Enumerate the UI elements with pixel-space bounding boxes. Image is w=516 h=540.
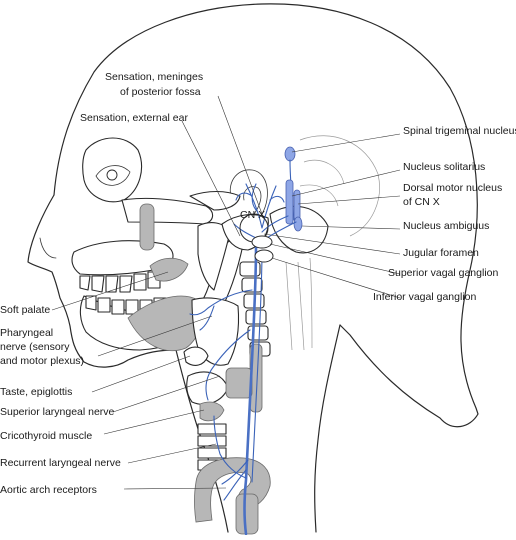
neck-muscle-lines bbox=[285, 257, 313, 351]
auricular-branch bbox=[233, 223, 257, 239]
cheek-muscle-patch bbox=[139, 203, 155, 251]
superior-laryngeal-branch bbox=[205, 329, 251, 401]
face-outline bbox=[27, 194, 177, 368]
cricothyroid-muscle-shape bbox=[199, 401, 225, 422]
aortic-branches bbox=[221, 459, 249, 501]
label-spinal-trigeminal: Spinal trigeminal nucleus bbox=[403, 125, 516, 137]
cheekbone bbox=[121, 197, 214, 225]
upper-teeth bbox=[79, 271, 161, 293]
head-outline bbox=[53, 3, 479, 428]
label-meninges-line1: Sensation, meninges bbox=[105, 71, 203, 83]
label-superior-laryngeal: Superior laryngeal nerve bbox=[0, 406, 115, 418]
label-dorsal-motor-line1: Dorsal motor nucleus bbox=[403, 182, 502, 194]
eye bbox=[95, 165, 131, 186]
leader-lines bbox=[51, 95, 401, 490]
neck-back bbox=[314, 324, 341, 533]
mandible-ramus bbox=[197, 222, 231, 291]
label-cn-x: CN X bbox=[240, 209, 265, 221]
label-cricothyroid: Cricothyroid muscle bbox=[0, 430, 92, 442]
label-external-ear: Sensation, external ear bbox=[80, 112, 188, 124]
label-pharyngeal-line1: Pharyngeal bbox=[0, 327, 53, 339]
pharyngeal-branch bbox=[189, 289, 253, 331]
meningeal-branches bbox=[235, 183, 285, 229]
label-nucleus-ambiguus: Nucleus ambiguus bbox=[403, 220, 489, 232]
aorta-descending bbox=[235, 493, 259, 535]
inferior-vagal-ganglion bbox=[254, 249, 274, 263]
vagus-nerve-edge bbox=[251, 249, 263, 483]
label-jugular-foramen: Jugular foramen bbox=[403, 247, 479, 259]
nucleus-ambiguus bbox=[293, 216, 303, 232]
aortic-arch bbox=[194, 457, 271, 523]
label-aortic-arch: Aortic arch receptors bbox=[0, 484, 97, 496]
label-nucleus-solitarius: Nucleus solitarius bbox=[403, 161, 485, 173]
recurrent-laryngeal-branch bbox=[213, 415, 247, 479]
pharynx bbox=[191, 297, 240, 366]
nose bbox=[39, 237, 57, 259]
label-recurrent-laryngeal: Recurrent laryngeal nerve bbox=[0, 457, 121, 469]
superior-vagal-ganglion bbox=[251, 235, 273, 249]
label-soft-palate: Soft palate bbox=[0, 304, 50, 316]
vagus-nerve-main bbox=[243, 246, 258, 536]
cerebellum-outline bbox=[299, 160, 345, 207]
pupil bbox=[106, 169, 118, 181]
epiglottis bbox=[183, 346, 209, 366]
brain-outline bbox=[299, 135, 380, 237]
label-inferior-vagal: Inferior vagal ganglion bbox=[373, 291, 476, 303]
zygomatic-arch bbox=[189, 190, 241, 211]
nucleus-solitarius bbox=[285, 179, 294, 225]
carotid-sheath bbox=[225, 367, 253, 399]
spinal-trigeminal-nucleus bbox=[284, 146, 296, 162]
label-pharyngeal-line2: nerve (sensory bbox=[0, 341, 70, 353]
label-meninges-line2: of posterior fossa bbox=[120, 86, 201, 98]
label-pharyngeal-line3: and motor plexus) bbox=[0, 355, 84, 367]
label-taste-epiglottis: Taste, epiglottis bbox=[0, 386, 72, 398]
label-dorsal-motor-line2: of CN X bbox=[403, 196, 440, 208]
label-superior-vagal: Superior vagal ganglion bbox=[388, 267, 498, 279]
soft-palate-tissue bbox=[149, 257, 189, 282]
